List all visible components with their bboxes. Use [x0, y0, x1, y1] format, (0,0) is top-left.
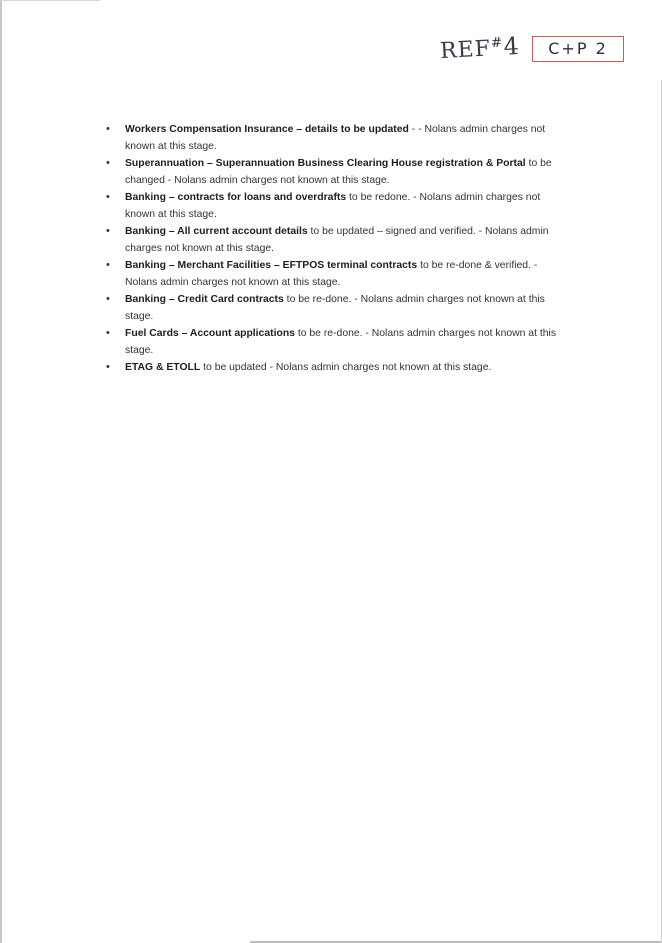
item-text: to be re-done. - Nolans admin charges no… — [125, 294, 545, 322]
list-item: • ETAG & ETOLL to be updated - Nolans ad… — [106, 359, 566, 376]
bullet-icon: • — [106, 259, 110, 271]
item-text: to be updated - Nolans admin charges not… — [200, 362, 492, 373]
bullet-list: • Workers Compensation Insurance – detai… — [106, 121, 566, 376]
ref-hash: # — [490, 34, 504, 52]
bullet-icon: • — [106, 293, 110, 305]
list-item: • Banking – Credit Card contracts to be … — [106, 291, 566, 325]
item-text: - - Nolans admin charges not known at th… — [125, 124, 546, 152]
stamp-box: C+P 2 — [532, 36, 624, 62]
handwritten-ref-mark: REF#4 — [439, 32, 520, 64]
item-heading: Banking – Merchant Facilities – EFTPOS t… — [125, 260, 418, 271]
stamp-text: C+P 2 — [548, 39, 608, 58]
item-heading: Banking – Credit Card contracts — [125, 294, 284, 305]
list-item: • Banking – contracts for loans and over… — [106, 189, 566, 223]
item-text: to be changed - Nolans admin charges not… — [125, 158, 552, 186]
list-item: • Fuel Cards – Account applications to b… — [106, 325, 566, 359]
list-item: • Superannuation – Superannuation Busine… — [106, 155, 566, 189]
item-heading: Fuel Cards – Account applications — [125, 328, 295, 339]
scan-edge-bottom — [250, 941, 662, 943]
item-text: to be re-done. - Nolans admin charges no… — [125, 328, 557, 356]
bullet-icon: • — [106, 327, 110, 339]
item-heading: Workers Compensation Insurance – details… — [125, 124, 409, 135]
item-heading: Banking – contracts for loans and overdr… — [125, 192, 347, 203]
bullet-icon: • — [106, 191, 110, 203]
item-text: to be redone. - Nolans admin charges not… — [125, 192, 541, 220]
ref-label: REF — [439, 36, 492, 65]
item-heading: ETAG & ETOLL — [125, 362, 201, 373]
item-text: to be updated – signed and verified. - N… — [125, 226, 549, 254]
scan-edge-top — [0, 0, 100, 1]
list-item: • Banking – All current account details … — [106, 223, 566, 257]
ref-number: 4 — [502, 31, 521, 61]
item-heading: Superannuation – Superannuation Business… — [125, 158, 526, 169]
bullet-icon: • — [106, 157, 110, 169]
bullet-icon: • — [106, 225, 110, 237]
bullet-icon: • — [106, 123, 110, 135]
list-item: • Banking – Merchant Facilities – EFTPOS… — [106, 257, 566, 291]
bullet-icon: • — [106, 361, 110, 373]
item-heading: Banking – All current account details — [125, 226, 308, 237]
scan-edge-left — [0, 0, 2, 943]
item-text: to be re-done & verified. - Nolans admin… — [125, 260, 538, 288]
list-item: • Workers Compensation Insurance – detai… — [106, 121, 566, 155]
